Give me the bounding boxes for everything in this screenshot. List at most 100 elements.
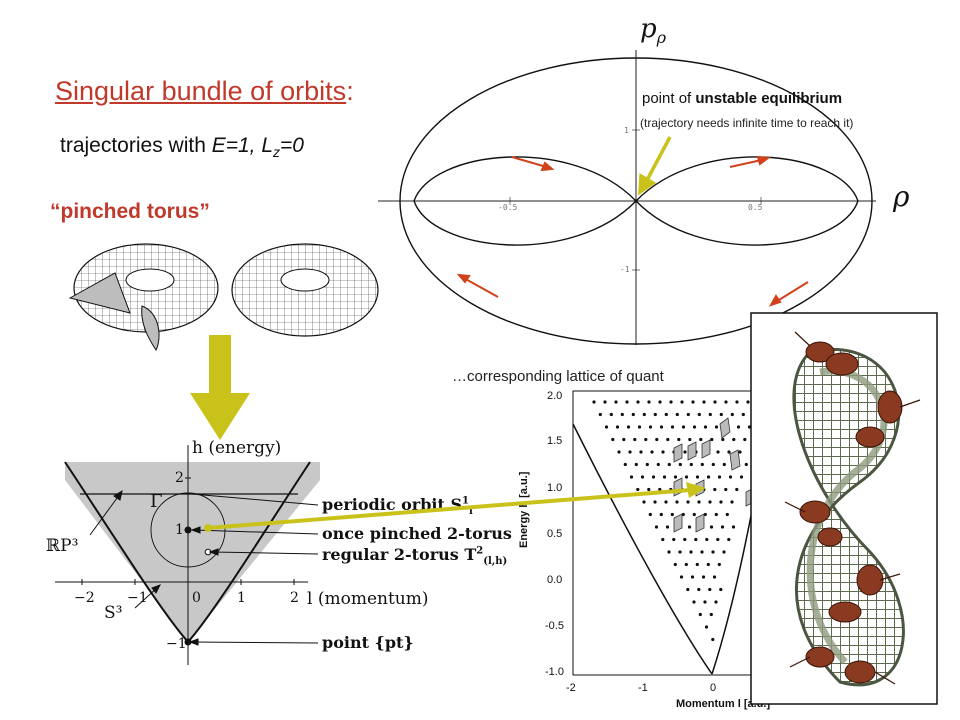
lattice-dot <box>689 462 693 467</box>
lattice-dot <box>694 537 698 542</box>
lattice-dot <box>611 437 615 442</box>
lattice-dot <box>625 400 629 404</box>
flow-arrowhead <box>540 161 555 172</box>
lattice-cell <box>673 443 683 463</box>
lattice-dot <box>629 475 634 479</box>
lattice-dot <box>634 462 638 467</box>
l-momentum-label: l (momentum) <box>307 589 429 609</box>
lattice-dot <box>644 437 648 442</box>
bif-boundary-right <box>187 461 311 643</box>
lattice-dot <box>692 600 696 604</box>
lattice-dot <box>736 425 741 429</box>
x-tick: −2 <box>74 590 95 606</box>
minimum-point <box>184 638 192 646</box>
lattice-dot <box>648 512 652 517</box>
lattice-dot <box>679 575 684 579</box>
lattice-dot <box>647 400 651 404</box>
lattice-dot <box>637 425 642 429</box>
point-label: point {pt} <box>322 633 414 652</box>
lattice-dot <box>727 537 731 542</box>
lattice-dot <box>730 500 734 504</box>
lattice-dot <box>681 425 686 429</box>
lattice-dot <box>695 562 699 567</box>
tick-neg-one: -1 <box>620 265 630 274</box>
lattice-dot <box>659 512 663 517</box>
flow-arrowhead <box>456 273 471 284</box>
regular-torus-label: regular 2-torus T2(l,h) <box>322 545 508 568</box>
lattice-dot <box>700 550 704 554</box>
lattice-y-tick: 1.5 <box>547 435 563 447</box>
lattice-dot <box>665 525 670 529</box>
lattice-x-tick: -1 <box>638 682 648 694</box>
moebius-ants-icon <box>750 312 938 705</box>
lattice-dot <box>686 587 690 592</box>
pinched-torus-icon <box>68 243 219 351</box>
lattice-dot <box>703 425 708 429</box>
lattice-dot <box>731 525 736 529</box>
tick-pos-half: 0.5 <box>748 203 763 212</box>
lattice-dot <box>680 400 684 404</box>
lattice-dot <box>720 525 725 529</box>
lattice-dot <box>716 537 720 542</box>
lattice-dot <box>708 500 712 504</box>
x-tick: −1 <box>127 590 148 606</box>
lattice-dot <box>714 512 718 517</box>
lattice-dot <box>686 412 690 417</box>
lattice-dot <box>714 600 718 604</box>
lattice-dot <box>620 412 624 417</box>
pinched-point <box>184 526 192 534</box>
lattice-dot <box>669 400 673 404</box>
lattice-cell <box>673 513 683 533</box>
lattice-dot <box>648 425 653 429</box>
lattice-dot <box>735 487 739 492</box>
flow-arrowhead <box>756 155 771 166</box>
flow-arrowhead <box>768 294 782 307</box>
lattice-dot <box>656 462 660 467</box>
lattice-dot <box>702 400 706 404</box>
lattice-dot <box>705 537 709 542</box>
equilibrium-pointer-head <box>638 173 657 196</box>
lattice-dot <box>710 437 714 442</box>
lattice-dot <box>662 475 667 479</box>
lattice-dot <box>692 425 697 429</box>
flow-arrow <box>461 276 499 298</box>
lattice-x-tick: -2 <box>566 682 576 694</box>
lattice-dot <box>722 462 726 467</box>
lattice-dot <box>724 400 728 404</box>
lattice-dot <box>628 450 632 454</box>
lattice-dot <box>678 462 682 467</box>
lattice-dot <box>639 450 643 454</box>
lattice-dot <box>655 437 659 442</box>
lattice-dot <box>592 400 596 404</box>
x-tick: 0 <box>192 590 201 606</box>
bif-boundary-left <box>64 461 189 643</box>
lattice-dot <box>697 412 701 417</box>
slide-title: Singular bundle of orbits: <box>55 76 354 106</box>
lattice-dot <box>739 475 744 479</box>
lattice-dot <box>659 425 664 429</box>
lattice-dot <box>706 562 710 567</box>
lattice-dot <box>675 412 679 417</box>
lattice-dot <box>738 450 742 454</box>
lattice-dot <box>681 512 685 517</box>
lattice-dot <box>727 450 731 454</box>
lattice-dot <box>664 412 668 417</box>
lattice-dot <box>645 462 649 467</box>
lattice-dot <box>746 400 750 404</box>
plot-frame <box>572 390 769 676</box>
lattice-dot <box>654 525 659 529</box>
lattice-dot <box>640 475 645 479</box>
lattice-dot <box>712 575 717 579</box>
lattice-boundary-left <box>572 423 713 675</box>
rp3-label: ℝP³ <box>46 536 79 556</box>
lattice-dot <box>666 437 670 442</box>
lattice-dot <box>626 425 631 429</box>
pointer-rp3 <box>89 493 121 536</box>
lattice-cell <box>695 513 705 533</box>
lattice-dot <box>664 500 668 504</box>
lattice-dot <box>717 562 721 567</box>
slide-subtitle: trajectories with E=1, Lz=0 <box>60 134 304 161</box>
lattice-dot <box>622 437 626 442</box>
lattice-dot <box>698 612 702 617</box>
torus-icon <box>231 243 379 337</box>
